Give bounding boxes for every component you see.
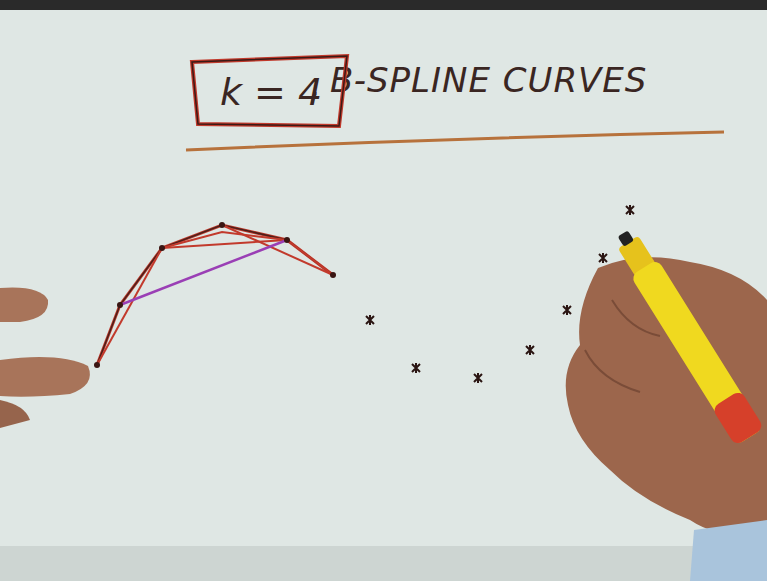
board-edge — [0, 0, 767, 10]
control-point — [219, 222, 225, 228]
underline — [186, 132, 724, 150]
control-point-mark — [366, 315, 374, 325]
construction-line — [162, 240, 333, 275]
control-point — [117, 302, 123, 308]
construction-line — [97, 248, 162, 365]
control-point-mark — [626, 205, 634, 215]
control-point — [159, 245, 165, 251]
control-point-mark — [563, 305, 571, 315]
control-point-mark — [474, 373, 482, 383]
control-polygon — [94, 222, 336, 368]
construction-line — [222, 225, 333, 275]
hand — [566, 257, 767, 536]
control-point — [284, 237, 290, 243]
sleeve — [690, 520, 767, 581]
box-text: k = 4 — [220, 70, 323, 114]
finger — [0, 400, 30, 428]
boxed-parameter: k = 4 — [190, 56, 349, 128]
hand-crease — [585, 350, 640, 392]
finger — [0, 357, 90, 397]
control-point-mark — [526, 345, 534, 355]
marker — [608, 225, 764, 447]
box-outline-red — [192, 56, 347, 126]
board-ledge — [0, 546, 767, 581]
polygon-line — [97, 225, 333, 365]
box-outline-dark — [192, 56, 347, 126]
control-point-mark — [599, 253, 607, 263]
control-point — [330, 272, 336, 278]
construction-line — [120, 240, 287, 305]
polygon-line — [97, 225, 333, 365]
title: B-SPLINE CURVES — [330, 60, 647, 100]
finger — [0, 288, 48, 323]
construction-line — [162, 232, 287, 248]
control-point-mark — [412, 363, 420, 373]
control-point — [94, 362, 100, 368]
